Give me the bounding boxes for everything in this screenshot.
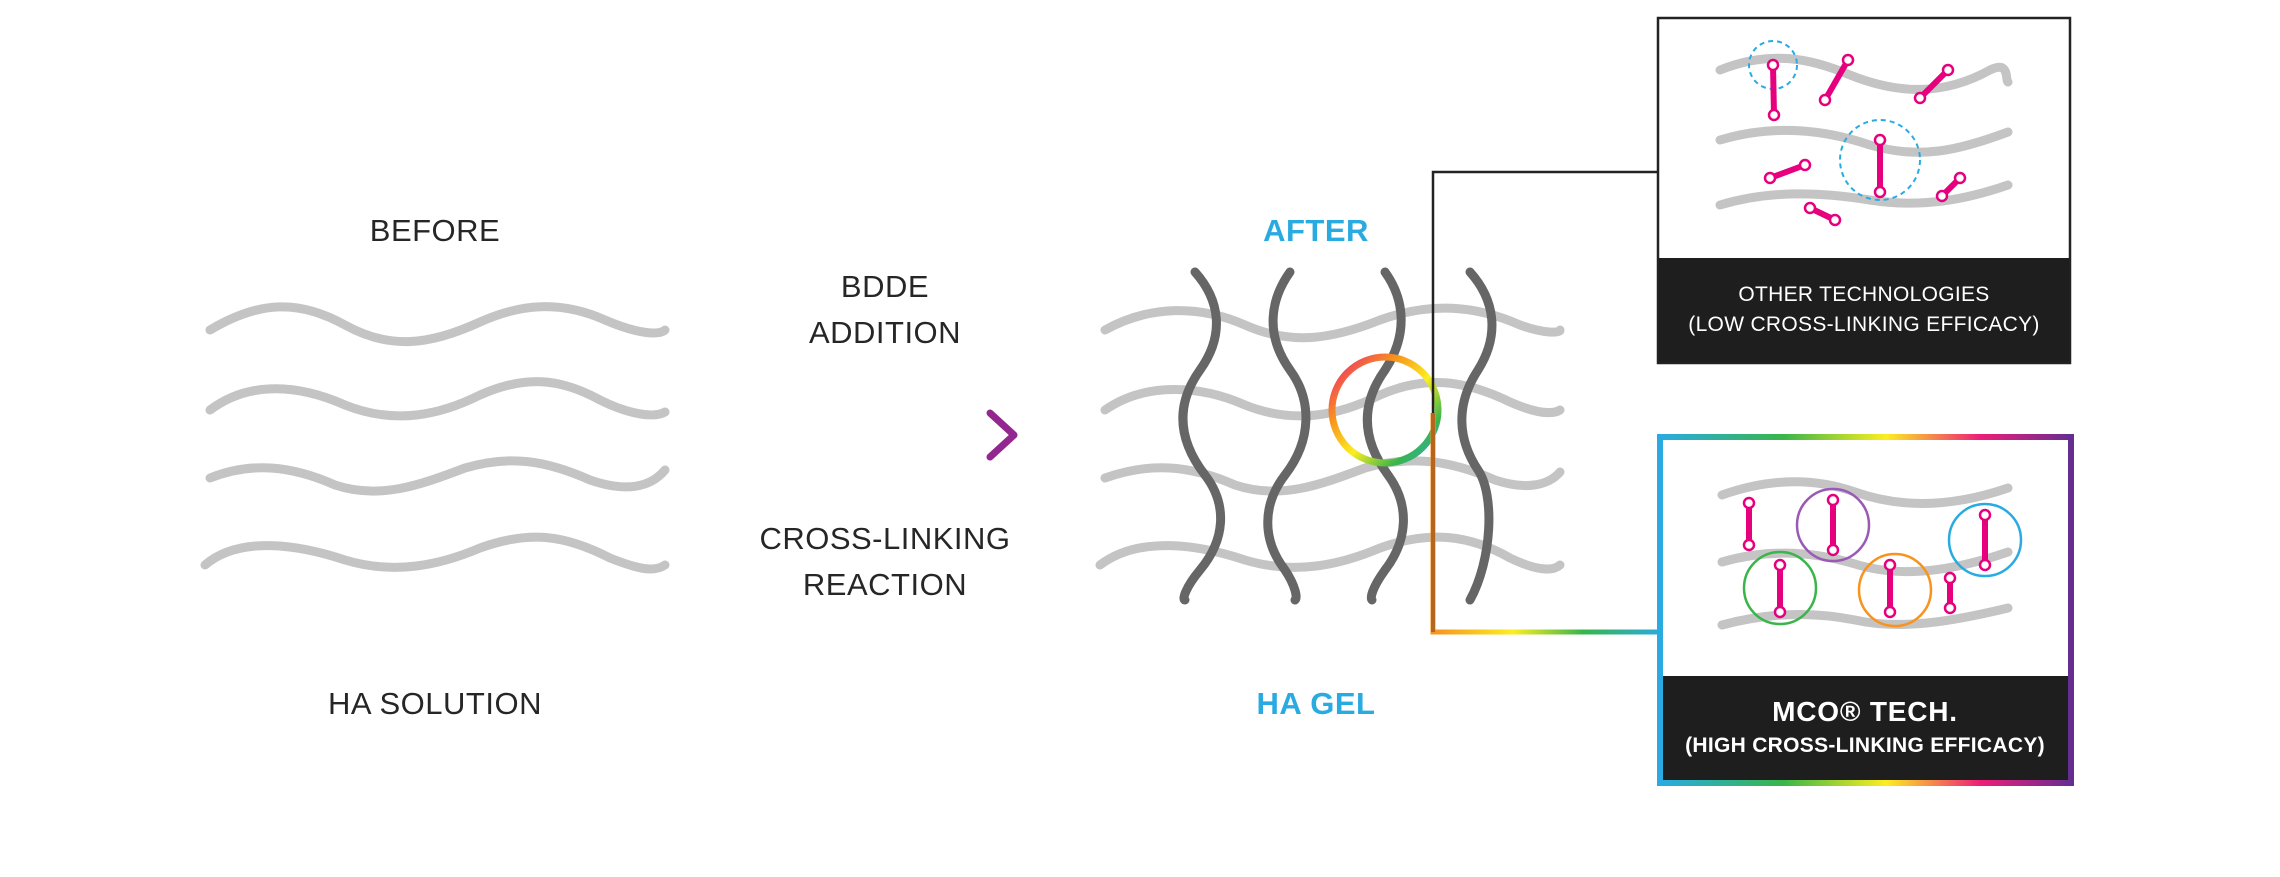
before-title: BEFORE (369, 213, 501, 248)
ha-strand (205, 377, 670, 421)
panel-mco-subtitle: (HIGH CROSS-LINKING EFFICACY) (1685, 734, 2045, 757)
panel-mco-caption: MCO® TECH. (HIGH CROSS-LINKING EFFICACY) (1685, 694, 2045, 762)
reaction-arrow (738, 409, 1018, 461)
crosslinker (1883, 558, 1897, 619)
arrow-bottom-line2: REACTION (802, 567, 968, 602)
panel-other-dashed-ring (1839, 119, 1921, 201)
panel-mco-ring (1857, 552, 1933, 628)
crosslinker (1818, 53, 1855, 107)
gel-vertical-strand (1263, 267, 1311, 605)
crosslinker (1913, 63, 1955, 105)
panel-other-strand (1715, 53, 2013, 94)
arrow-bottom-line1: CROSS-LINKING (759, 521, 1011, 556)
ha-strand (205, 456, 670, 496)
panel-mco-tech (1657, 434, 2074, 786)
crosslinker (1763, 158, 1812, 185)
crosslinker (1742, 496, 1756, 552)
gel-horizontal-strand (1100, 303, 1565, 343)
panel-other-line1: OTHER TECHNOLOGIES (1738, 283, 1990, 306)
crosslinker (1826, 493, 1840, 557)
panel-mco-title: MCO® TECH. (1772, 696, 1958, 727)
panel-mco-ring (1795, 487, 1871, 563)
zoom-ring (1328, 353, 1442, 467)
panel-other-caption: OTHER TECHNOLOGIES (LOW CROSS-LINKING EF… (1688, 280, 2039, 340)
panel-other-strand (1715, 180, 2013, 210)
crosslinker (1803, 201, 1842, 227)
panel-other-line2: (LOW CROSS-LINKING EFFICACY) (1688, 313, 2040, 336)
gel-horizontal-strand (1095, 532, 1565, 574)
panel-mco-caption-bar (1663, 676, 2068, 780)
connector-lines (1430, 170, 1663, 635)
panel-mco-ring (1742, 550, 1818, 626)
arrow-top-line1: BDDE (840, 269, 930, 304)
panel-other-strand (1715, 125, 2013, 157)
crosslinker (1873, 133, 1887, 199)
gel-horizontal-strand (1100, 456, 1565, 496)
ha-strand (205, 302, 670, 347)
panel-other-technologies (1656, 16, 2072, 365)
arrow-head (986, 409, 1018, 461)
after-title: AFTER (1263, 213, 1369, 248)
arrow-bottom-label: CROSS-LINKING REACTION (759, 516, 1010, 608)
panel-mco-strand (1717, 603, 2013, 630)
gel-vertical-strand (1178, 267, 1226, 605)
panel-other-caption-bar (1659, 258, 2069, 362)
crosslinker (1773, 558, 1787, 619)
crosslinker (1943, 571, 1957, 615)
panel-mco-strand (1717, 477, 2013, 509)
gel-vertical-strand (1457, 267, 1497, 605)
ha-solution-strands (200, 302, 670, 574)
ha-gel-network (1095, 267, 1565, 605)
panel-mco-ring (1947, 502, 2023, 578)
ha-gel-caption: HA GEL (1256, 686, 1376, 721)
crosslinker (1935, 171, 1967, 203)
crosslinker (1766, 58, 1781, 122)
ha-solution-caption: HA SOLUTION (328, 686, 542, 721)
arrow-top-label: BDDE ADDITION (809, 264, 961, 356)
crosslinker (1978, 508, 1992, 572)
arrow-top-line2: ADDITION (808, 315, 962, 350)
connector-to-other (1431, 170, 1663, 413)
ha-strand (200, 532, 670, 574)
